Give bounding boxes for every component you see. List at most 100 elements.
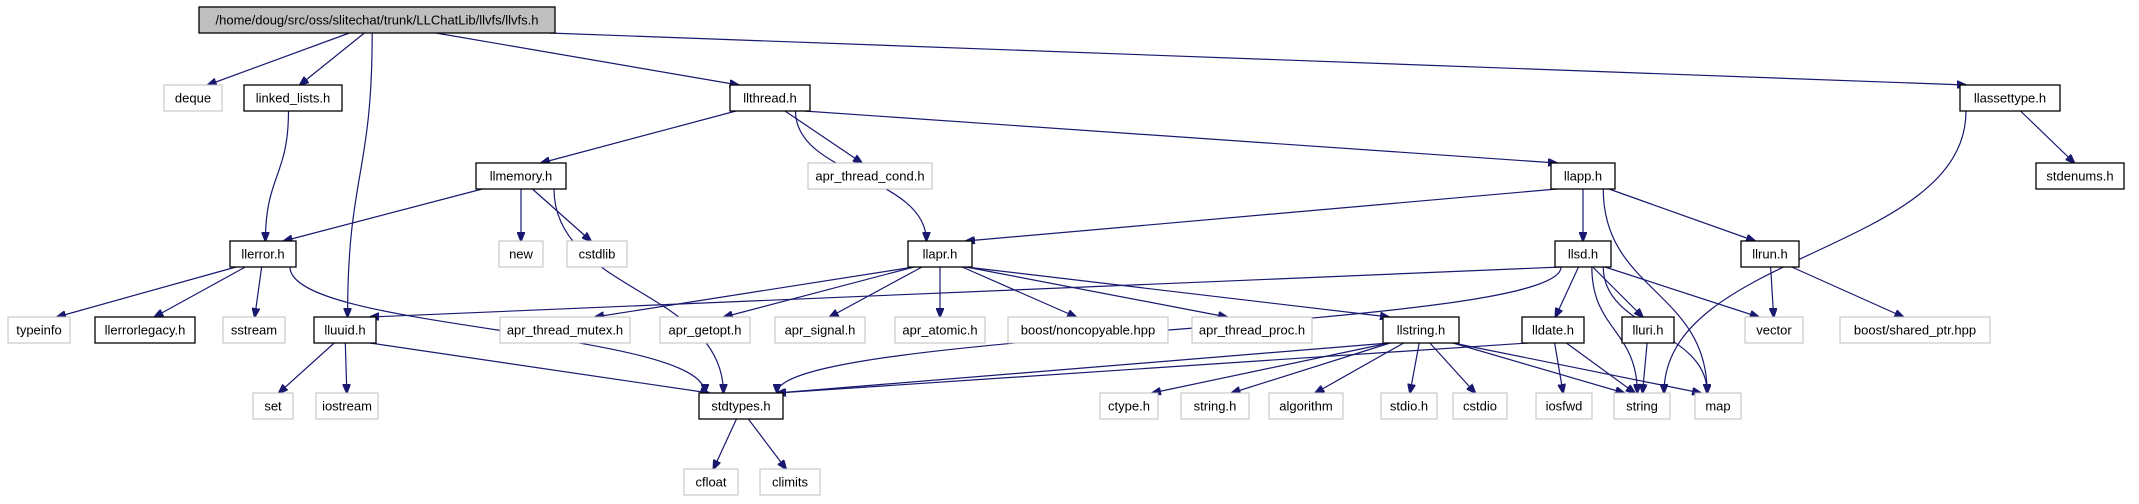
node-box xyxy=(1180,392,1250,420)
edge-llerror-to-sstream xyxy=(255,266,263,317)
node-box xyxy=(683,468,739,496)
node-box xyxy=(198,6,556,34)
node-iostream: iostream xyxy=(315,392,379,420)
node-label: sstream xyxy=(231,323,277,338)
node-box xyxy=(807,162,933,190)
node-box xyxy=(729,84,811,112)
node-box xyxy=(1521,316,1585,344)
node-label: llerrorlegacy.h xyxy=(105,323,186,338)
node-label: stdtypes.h xyxy=(711,399,770,414)
node-label: boost/noncopyable.hpp xyxy=(1021,323,1155,338)
edge-llstring-to-map xyxy=(1452,342,1701,393)
node-cfloat: cfloat xyxy=(683,468,739,496)
node-llapp[interactable]: llapp.h xyxy=(1550,162,1616,190)
node-box xyxy=(1959,84,2061,112)
node-box xyxy=(7,316,71,344)
node-llerrorlegacy[interactable]: llerrorlegacy.h xyxy=(94,316,196,344)
nodes-layer: /home/doug/src/oss/slitechat/trunk/LLCha… xyxy=(7,6,2125,496)
node-label: cfloat xyxy=(695,475,726,490)
node-llapr[interactable]: llapr.h xyxy=(907,240,973,268)
node-box xyxy=(2035,162,2125,190)
edge-lldate-to-iosfwd xyxy=(1554,342,1563,393)
node-label: climits xyxy=(772,475,809,490)
edge-lluuid-to-iostream xyxy=(345,342,347,393)
edge-llapp-to-llapr xyxy=(966,188,1558,241)
node-apr-signal: apr_signal.h xyxy=(774,316,866,344)
node-string: string xyxy=(1613,392,1671,420)
node-box xyxy=(1744,316,1804,344)
edge-llapr-to-apr-thread-proc xyxy=(965,266,1227,317)
node-label: llapr.h xyxy=(923,247,958,262)
node-llassettype[interactable]: llassettype.h xyxy=(1959,84,2061,112)
node-label: boost/shared_ptr.hpp xyxy=(1854,323,1976,338)
edge-llsd-to-vector xyxy=(1604,266,1759,317)
node-stdtypes[interactable]: stdtypes.h xyxy=(698,392,784,420)
edge-llmemory-to-llerror xyxy=(284,188,483,241)
node-ctype: ctype.h xyxy=(1099,392,1159,420)
edge-llassettype-to-string xyxy=(1664,110,1967,393)
edge-llmemory-to-stdtypes xyxy=(553,188,723,393)
edge-root-to-llassettype xyxy=(548,32,1966,85)
node-label: lluri.h xyxy=(1632,323,1663,338)
edge-root-to-linked-lists xyxy=(300,32,365,85)
node-label: llthread.h xyxy=(743,91,796,106)
node-llrun[interactable]: llrun.h xyxy=(1740,240,1800,268)
node-box xyxy=(313,316,377,344)
edge-llerror-to-stdtypes xyxy=(289,266,705,393)
edges-layer xyxy=(57,32,2074,469)
edge-stdtypes-to-cfloat xyxy=(713,418,738,469)
edge-llapr-to-llstring xyxy=(965,266,1389,317)
edge-llthread-to-apr-thread-cond xyxy=(784,110,862,163)
node-deque: deque xyxy=(163,84,223,112)
edge-llstring-to-ctype xyxy=(1152,342,1390,393)
node-label: map xyxy=(1705,399,1730,414)
node-box xyxy=(243,84,343,112)
node-label: set xyxy=(264,399,282,414)
node-label: apr_thread_cond.h xyxy=(815,169,924,184)
node-box xyxy=(1380,392,1438,420)
edge-llsd-to-stdtypes xyxy=(777,266,1562,393)
edge-llapr-to-apr-thread-mutex xyxy=(595,266,915,317)
node-typeinfo: typeinfo xyxy=(7,316,71,344)
node-lldate[interactable]: lldate.h xyxy=(1521,316,1585,344)
node-box xyxy=(1535,392,1593,420)
node-llerror[interactable]: llerror.h xyxy=(229,240,297,268)
node-label: llerror.h xyxy=(241,247,284,262)
node-lluri[interactable]: lluri.h xyxy=(1621,316,1675,344)
node-box xyxy=(1554,240,1612,268)
node-label: new xyxy=(509,247,533,262)
node-lluuid[interactable]: lluuid.h xyxy=(313,316,377,344)
node-box xyxy=(566,240,628,268)
node-label: apr_thread_proc.h xyxy=(1199,323,1305,338)
node-box xyxy=(315,392,379,420)
node-root[interactable]: /home/doug/src/oss/slitechat/trunk/LLCha… xyxy=(198,6,556,34)
node-label: iosfwd xyxy=(1546,399,1583,414)
edge-llstring-to-cstdio xyxy=(1429,342,1475,393)
node-box xyxy=(1740,240,1800,268)
node-box xyxy=(498,240,544,268)
edge-lldate-to-string xyxy=(1565,342,1635,393)
node-box xyxy=(894,316,986,344)
node-label: typeinfo xyxy=(16,323,62,338)
edge-llapp-to-map xyxy=(1602,188,1707,393)
edge-llthread-to-llmemory xyxy=(541,110,737,163)
node-box xyxy=(1007,316,1169,344)
edge-lluuid-to-set xyxy=(279,342,335,393)
node-llstring[interactable]: llstring.h xyxy=(1382,316,1460,344)
node-cstdlib: cstdlib xyxy=(566,240,628,268)
edge-root-to-lluuid xyxy=(348,32,373,317)
node-llmemory[interactable]: llmemory.h xyxy=(475,162,567,190)
node-label: /home/doug/src/oss/slitechat/trunk/LLCha… xyxy=(216,13,539,28)
node-llthread[interactable]: llthread.h xyxy=(729,84,811,112)
node-stdenums[interactable]: stdenums.h xyxy=(2035,162,2125,190)
node-box xyxy=(1613,392,1671,420)
node-linked-lists[interactable]: linked_lists.h xyxy=(243,84,343,112)
edge-llrun-to-vector xyxy=(1771,266,1774,317)
node-box xyxy=(94,316,196,344)
edge-llmemory-to-cstdlib xyxy=(532,188,591,241)
node-label: llrun.h xyxy=(1752,247,1787,262)
edge-llrun-to-boost-shared-ptr xyxy=(1791,266,1904,317)
node-llsd[interactable]: llsd.h xyxy=(1554,240,1612,268)
node-box xyxy=(229,240,297,268)
node-box xyxy=(1550,162,1616,190)
